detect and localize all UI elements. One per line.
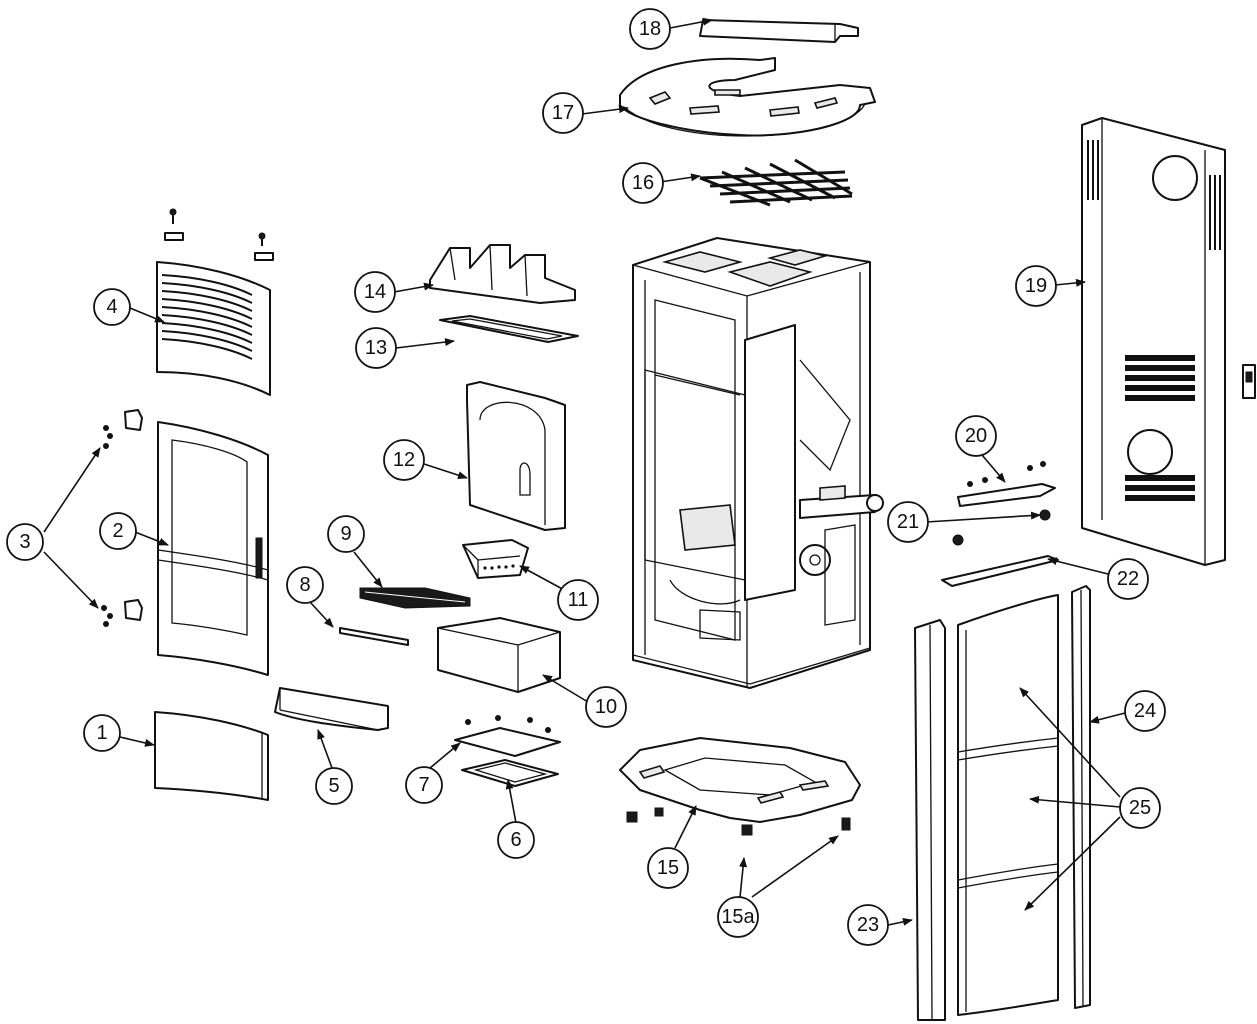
part-17-top-plate	[619, 57, 876, 137]
callout-22: 22	[1107, 558, 1149, 600]
callout-7-label: 7	[418, 774, 429, 796]
callout-10-label: 10	[595, 696, 617, 718]
part-3-hinges	[101, 409, 143, 627]
callout-2-label: 2	[112, 520, 123, 542]
callout-2: 2	[99, 512, 137, 550]
callout-3-label: 3	[19, 531, 30, 553]
callout-5: 5	[315, 767, 353, 805]
callout-23: 23	[847, 904, 889, 946]
callout-3: 3	[6, 523, 44, 561]
callout-9: 9	[327, 515, 365, 553]
callout-15a-label: 15a	[721, 906, 755, 928]
part-24-right-profile	[1071, 585, 1091, 1009]
callout-19-label: 19	[1025, 275, 1047, 297]
callout-11: 11	[557, 579, 599, 621]
callout-6-label: 6	[510, 829, 521, 851]
callout-9-label: 9	[340, 523, 351, 545]
callout-21-label: 21	[897, 511, 919, 533]
callout-25: 25	[1119, 787, 1161, 829]
part-12-firebox-back	[466, 381, 566, 531]
callout-16: 16	[622, 162, 664, 204]
part-2-door	[157, 421, 269, 676]
callout-19: 19	[1015, 265, 1057, 307]
callout-13: 13	[355, 327, 397, 369]
part-15-base	[619, 737, 861, 836]
callout-4-label: 4	[106, 296, 117, 318]
callout-24: 24	[1124, 690, 1166, 732]
main-body-frame	[632, 237, 884, 689]
leader-lines	[43, 17, 1126, 926]
part-14-deflector	[429, 244, 576, 304]
callout-10: 10	[585, 686, 627, 728]
callout-15-label: 15	[657, 857, 679, 879]
callout-4: 4	[93, 288, 131, 326]
part-8-rod	[339, 627, 409, 646]
part-25-side-panels	[957, 594, 1059, 1016]
callout-6: 6	[497, 821, 535, 859]
callout-12-label: 12	[393, 449, 415, 471]
callout-20-label: 20	[965, 425, 987, 447]
part-4-top-grille	[156, 208, 274, 396]
part-13-gasket	[439, 315, 579, 343]
callout-16-label: 16	[632, 172, 654, 194]
callout-18: 18	[629, 8, 671, 50]
callout-15a: 15a	[717, 896, 759, 938]
part-10-ash-drawer	[437, 617, 561, 693]
callout-13-label: 13	[365, 337, 387, 359]
callout-18-label: 18	[639, 18, 661, 40]
callout-15: 15	[647, 847, 689, 889]
part-19-rear-panel	[1081, 117, 1256, 566]
callout-21: 21	[887, 501, 929, 543]
callout-17: 17	[542, 92, 584, 134]
part-5-bracket	[274, 687, 389, 731]
part-11-burn-pot	[462, 539, 529, 579]
part-1-bottom-front	[154, 711, 269, 801]
callout-20: 20	[955, 415, 997, 457]
part-23-left-profile	[914, 619, 946, 1021]
callout-17-label: 17	[552, 102, 574, 124]
callout-12: 12	[383, 439, 425, 481]
callout-5-label: 5	[328, 775, 339, 797]
callout-8-label: 8	[299, 574, 310, 596]
part-22-rail	[941, 555, 1059, 587]
callout-14: 14	[354, 271, 396, 313]
part-6-gasket	[461, 759, 559, 787]
part-9-grill-plate	[359, 587, 471, 609]
callout-1-label: 1	[96, 722, 107, 744]
callout-1: 1	[83, 714, 121, 752]
callout-7: 7	[405, 766, 443, 804]
part-7-plate	[454, 715, 561, 757]
callout-8: 8	[286, 566, 324, 604]
callout-14-label: 14	[364, 281, 386, 303]
part-16-grate	[699, 158, 853, 207]
callout-24-label: 24	[1134, 700, 1156, 722]
part-18-top-lid	[699, 19, 859, 43]
callout-25-label: 25	[1129, 797, 1151, 819]
callout-11-label: 11	[568, 589, 589, 611]
callout-23-label: 23	[857, 914, 879, 936]
part-20-bar	[957, 461, 1056, 507]
callout-22-label: 22	[1117, 568, 1139, 590]
